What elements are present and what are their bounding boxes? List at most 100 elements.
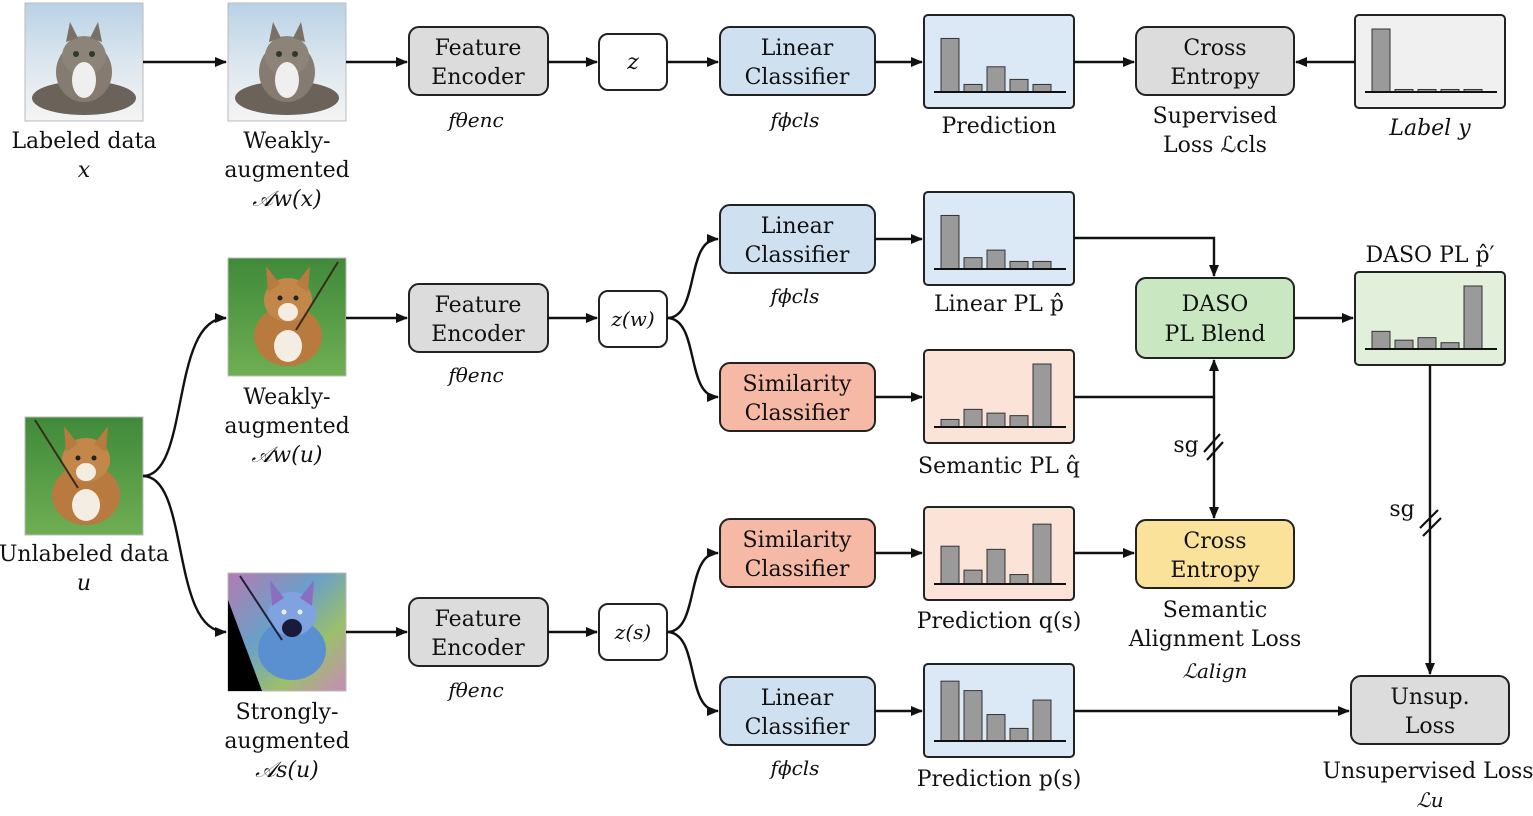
connectors: [142, 57, 1435, 716]
label-y-histogram: [1354, 14, 1506, 109]
histogram-bar: [1032, 260, 1052, 270]
histogram-bar: [986, 548, 1006, 585]
z-label: z: [626, 50, 639, 75]
supervised-loss-caption-2: Loss ℒcls: [1163, 133, 1267, 158]
histogram-bar: [1394, 339, 1414, 350]
semantic-alignment-caption-2: Alignment Loss: [1128, 627, 1302, 652]
classifier-label-2: Classifier: [745, 715, 850, 740]
prediction-q-caption: Prediction q(s): [917, 609, 1082, 634]
linear-pl-histogram: [923, 191, 1075, 286]
strong-unlabeled-corgi-image: [227, 572, 347, 692]
similarity-label-1: Similarity: [743, 372, 853, 397]
prediction-p-caption: Prediction p(s): [917, 767, 1082, 792]
sg-mark-a: [1203, 433, 1221, 453]
cross-entropy-align: Cross Entropy: [1135, 519, 1295, 589]
histogram-bar: [1009, 574, 1029, 585]
unsup-loss-symbol: ℒu: [1416, 788, 1443, 812]
encoder-label-2: Encoder: [431, 65, 525, 90]
histogram-bar: [963, 83, 983, 93]
strongly-augmented-caption-1: Strongly-: [236, 700, 339, 725]
unsup-loss-box: Unsup. Loss: [1350, 675, 1510, 745]
histogram-bar: [940, 214, 960, 270]
encoder-symbol-mid: fθenc: [446, 363, 503, 387]
linear-classifier-mid: Linear Classifier: [719, 204, 876, 274]
histogram-bar: [1009, 78, 1029, 93]
unsupervised-loss-caption: Unsupervised Loss: [1322, 759, 1533, 784]
labeled-cat-image: [24, 2, 144, 122]
histogram-bar: [1009, 415, 1029, 428]
similarity-classifier-mid: Similarity Classifier: [719, 362, 876, 432]
histogram-bar: [1009, 260, 1029, 270]
prediction-p-histogram: [923, 663, 1075, 758]
unlabeled-data-caption: Unlabeled data: [0, 542, 169, 567]
classifier-label-1: Linear: [761, 214, 834, 239]
label-y-caption: Label y: [1388, 116, 1471, 141]
sg-mark-b: [1206, 441, 1224, 461]
histogram-bar: [986, 714, 1006, 742]
encoder-label-2: Encoder: [431, 322, 525, 347]
histogram-bar: [940, 418, 960, 428]
arrow-zs-to-linear: [666, 630, 719, 716]
encoder-symbol-bottom: fθenc: [446, 678, 503, 702]
zs-node: z(s): [598, 603, 668, 661]
encoder-label-1: Feature: [435, 36, 522, 61]
histogram-bar: [963, 408, 983, 428]
unsup-loss-label-2: Loss: [1405, 714, 1455, 739]
classifier-label-2: Classifier: [745, 243, 850, 268]
weakly-augmented-u-caption-2: augmented: [224, 414, 349, 439]
zw-node: z(w): [598, 290, 668, 348]
semantic-pl-caption: Semantic PL q̂: [918, 454, 1080, 479]
semantic-pl-histogram: [923, 349, 1075, 444]
semantic-alignment-caption-1: Semantic: [1163, 598, 1267, 623]
unlabeled-data-symbol: u: [77, 571, 91, 596]
prediction-histogram: [923, 14, 1075, 109]
linear-classifier-top: Linear Classifier: [719, 26, 876, 96]
histogram-bar: [1032, 363, 1052, 428]
histogram-bar: [1463, 285, 1483, 350]
sg-label-1: sg: [1173, 433, 1198, 458]
arrow-u-to-strong: [142, 474, 227, 637]
histogram-bar: [986, 66, 1006, 93]
histogram-bar: [963, 257, 983, 270]
aw-x-symbol: 𝒜w(x): [252, 187, 321, 212]
daso-blend-label-2: PL Blend: [1165, 322, 1266, 347]
classifier-symbol-top: fϕcls: [769, 108, 820, 132]
labeled-data-caption: Labeled data: [11, 129, 156, 154]
arrow-u-to-weak: [142, 313, 227, 478]
classifier-label-1: Linear: [761, 36, 834, 61]
aw-u-symbol: 𝒜w(u): [252, 443, 323, 468]
z-node: z: [598, 33, 668, 91]
daso-blend-label-1: DASO: [1182, 292, 1249, 317]
arrow-zw-to-linear: [666, 234, 719, 320]
encoder-symbol-top: fθenc: [446, 108, 503, 132]
histogram-bar: [1032, 699, 1052, 742]
linear-pl-caption: Linear PL p̂: [934, 292, 1064, 317]
zw-label: z(w): [610, 307, 654, 331]
classifier-label-1: Linear: [761, 686, 834, 711]
histogram-bar: [940, 680, 960, 742]
histogram-bar: [986, 249, 1006, 270]
cross-entropy-label-1: Cross: [1183, 36, 1246, 61]
feature-encoder-mid: Feature Encoder: [408, 283, 549, 353]
sg-label-2: sg: [1389, 497, 1414, 522]
histogram-bar: [940, 545, 960, 585]
stop-gradient-marks: [1203, 433, 1442, 537]
histogram-bar: [1417, 337, 1437, 350]
weak-labeled-cat-image: [227, 2, 347, 122]
daso-pl-blend: DASO PL Blend: [1135, 277, 1295, 359]
prediction-caption: Prediction: [941, 114, 1056, 139]
weakly-augmented-caption-1: Weakly-: [243, 129, 330, 154]
encoder-label-1: Feature: [435, 607, 522, 632]
weakly-augmented-caption-2: augmented: [224, 158, 349, 183]
histogram-bar: [1371, 28, 1391, 93]
daso-pl-histogram: [1354, 271, 1506, 366]
encoder-label-1: Feature: [435, 293, 522, 318]
strongly-augmented-caption-2: augmented: [224, 729, 349, 754]
similarity-label-2: Classifier: [745, 401, 850, 426]
histogram-bar: [986, 412, 1006, 428]
as-u-symbol: 𝒜s(u): [255, 758, 318, 783]
feature-encoder-top: Feature Encoder: [408, 26, 549, 96]
arrow-zs-to-similarity: [666, 548, 719, 634]
daso-pl-caption: DASO PL p̂′: [1365, 243, 1494, 268]
sg-mark-d: [1422, 517, 1442, 537]
